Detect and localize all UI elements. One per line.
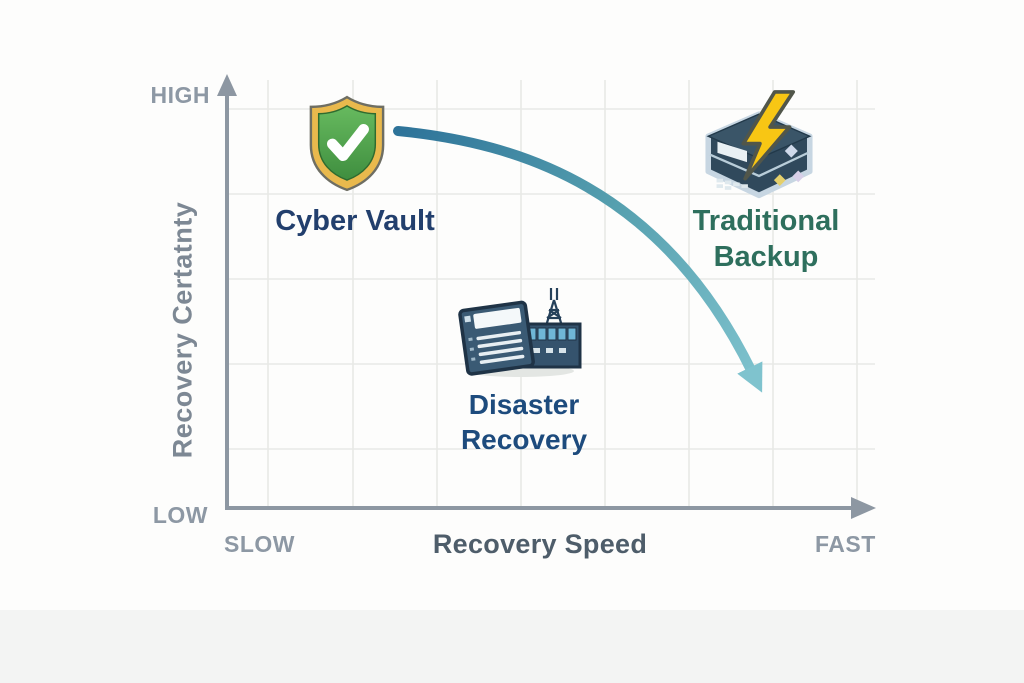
traditional-backup-label-line2: Backup: [713, 241, 819, 274]
lightning-bolt-icon: [741, 90, 795, 181]
x-axis-slow-label: SLOW: [224, 531, 295, 557]
x-axis-fast-label: FAST: [815, 531, 876, 557]
backup-server-lightning-icon: [699, 90, 819, 201]
antenna-tower: [544, 288, 564, 327]
y-axis-high-label: HIGH: [150, 82, 210, 108]
y-axis-arrowhead: [217, 74, 237, 96]
traditional-backup-label-line1: Traditional: [692, 205, 840, 237]
disaster-recovery-label-line1: Disaster: [468, 389, 580, 420]
footer-band: [0, 610, 1024, 683]
cyber-vault-label: Cyber Vault: [275, 205, 435, 237]
certainty-decline-arrow: [393, 126, 763, 393]
traditional-backup-label: Traditional Backup: [680, 203, 852, 276]
axes: [217, 74, 876, 519]
disaster-recovery-label: Disaster Recovery: [438, 387, 610, 457]
x-axis-title: Recovery Speed: [432, 529, 648, 559]
shield-check-icon: [306, 94, 388, 192]
y-axis-title: Recovery Certatnty: [167, 201, 198, 459]
y-axis-low-label: LOW: [152, 502, 208, 528]
x-axis-arrowhead: [851, 497, 876, 519]
disaster-recovery-label-line2: Recovery: [460, 424, 588, 455]
dr-site-icon: [458, 286, 588, 378]
